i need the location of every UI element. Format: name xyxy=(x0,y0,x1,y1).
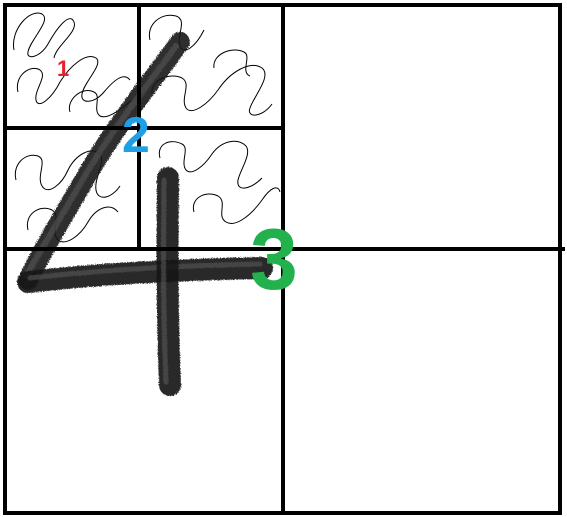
scribble-cell-4 xyxy=(158,140,281,224)
label-level-1: 1 xyxy=(57,56,69,81)
label-level-3: 3 xyxy=(250,212,298,308)
four-diagonal-stroke-shade xyxy=(23,43,179,279)
four-horizontal-stroke xyxy=(17,257,273,293)
scribble-cell-2 xyxy=(148,14,273,116)
four-horizontal-stroke-shade xyxy=(27,261,263,281)
scribble-fill-group xyxy=(13,12,281,243)
scribble-cell-1 xyxy=(13,12,133,118)
four-vertical-stroke xyxy=(156,167,181,396)
label-level-2: 2 xyxy=(122,107,150,163)
handwritten-four-icon xyxy=(17,32,273,396)
four-vertical-stroke-shade xyxy=(161,177,169,385)
grid-lines xyxy=(3,3,565,515)
